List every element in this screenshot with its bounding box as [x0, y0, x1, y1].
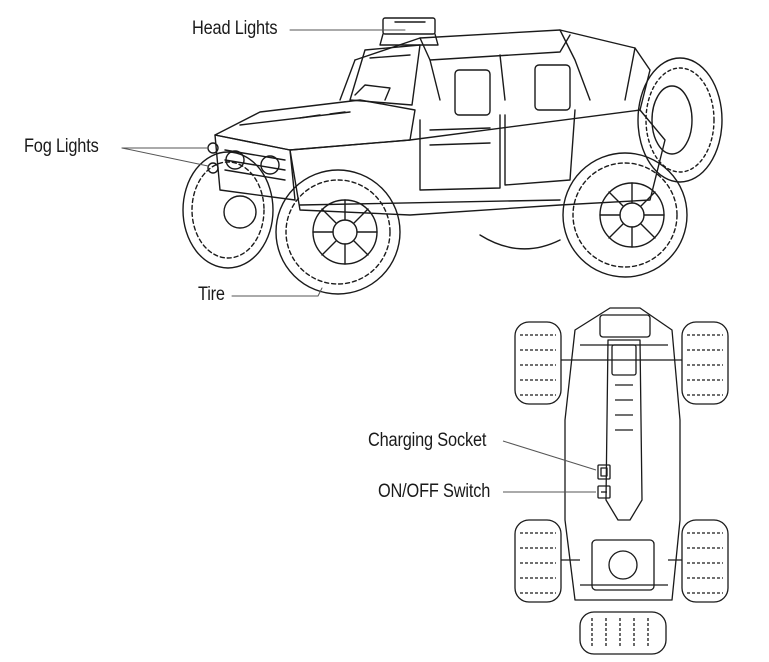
body-side [289, 64, 666, 216]
label-tire: Tire [198, 284, 225, 305]
leader-charging-socket [502, 440, 597, 471]
roll-cage [339, 29, 651, 111]
charging-socket [597, 464, 611, 480]
rear-tire [562, 152, 688, 278]
front-tire-far [182, 151, 274, 269]
underside-rear-gearbox [580, 539, 668, 591]
label-charging-socket: Charging Socket [368, 430, 487, 451]
underside-tire-front-right [681, 321, 729, 405]
label-on-off-switch: ON/OFF Switch [378, 481, 491, 502]
leader-lines-side [121, 29, 406, 297]
underside-tire-rear-left [514, 519, 562, 603]
rear-tire-far [479, 234, 561, 250]
front-grille [214, 134, 296, 201]
spare-tire [637, 57, 723, 183]
leader-fog-lights-b [121, 147, 209, 167]
front-tire [275, 169, 401, 295]
underside-spare-tire [579, 611, 667, 655]
underside-center-spine [605, 339, 643, 521]
label-fog-lights: Fog Lights [24, 136, 99, 157]
head-lights [379, 17, 439, 46]
windshield [349, 44, 421, 106]
leader-lines-underside [502, 440, 597, 493]
label-head-lights: Head Lights [192, 18, 278, 39]
leader-tire [231, 287, 323, 297]
underside-chassis [561, 307, 682, 601]
underside-tire-front-left [514, 321, 562, 405]
underside-tire-rear-right [681, 519, 729, 603]
on-off-switch [597, 485, 611, 499]
